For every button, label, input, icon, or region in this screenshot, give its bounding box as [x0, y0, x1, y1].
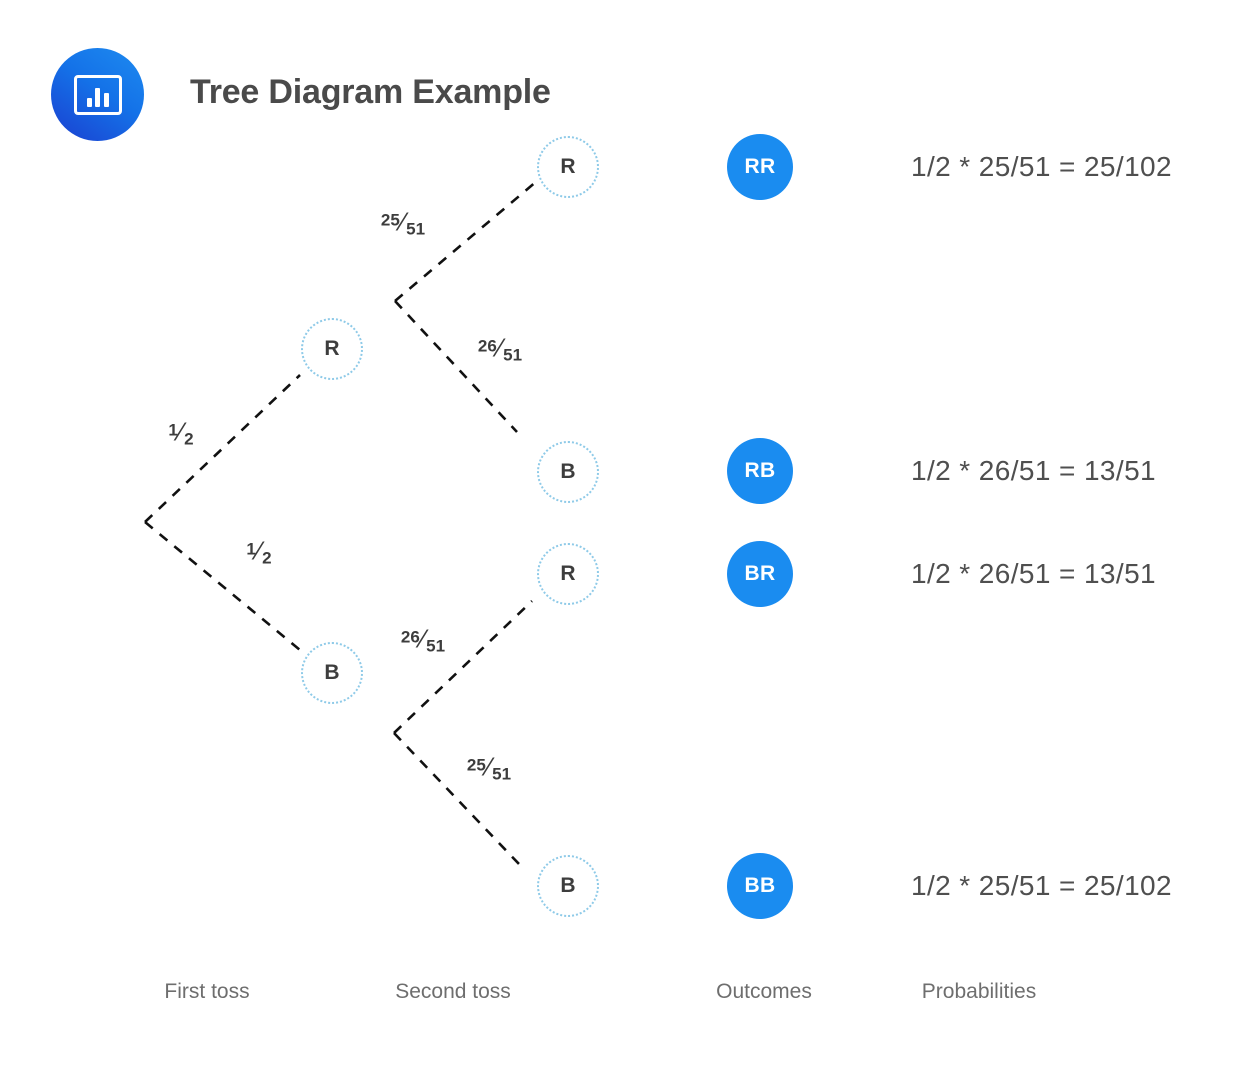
tree-node-b[interactable]: B	[537, 441, 599, 503]
column-label-first-toss: First toss	[164, 980, 250, 1003]
app-logo	[51, 48, 144, 141]
edge-label-fraction: 1⁄2	[168, 416, 194, 449]
column-label-second-toss: Second toss	[395, 980, 511, 1003]
tree-edge	[394, 300, 518, 433]
edge-label-fraction: 25⁄51	[466, 751, 512, 784]
edge-label-fraction: 25⁄51	[380, 206, 426, 239]
edge-label-fraction: 26⁄51	[477, 332, 523, 365]
bar-chart-icon	[73, 74, 122, 115]
page-title: Tree Diagram Example	[190, 73, 551, 111]
probability-text-bb: 1/2 * 25/51 = 25/102	[911, 870, 1172, 901]
tree-edge	[394, 180, 538, 302]
tree-edge	[144, 520, 301, 652]
edge-label-fraction: 1⁄2	[246, 535, 272, 568]
tree-edge	[144, 374, 301, 523]
probability-text-rb: 1/2 * 26/51 = 13/51	[911, 455, 1157, 486]
page-header: Tree Diagram Example	[0, 0, 1251, 160]
outcome-badge-br[interactable]: BR	[727, 541, 793, 607]
outcome-badge-bb[interactable]: BB	[727, 853, 793, 919]
column-label-probabilities: Probabilities	[921, 980, 1037, 1003]
column-label-outcomes: Outcomes	[716, 980, 812, 1003]
outcome-badge-rr[interactable]: RR	[727, 134, 793, 200]
tree-node-b[interactable]: B	[537, 855, 599, 917]
probability-text-rr: 1/2 * 25/51 = 25/102	[911, 151, 1172, 182]
tree-node-b[interactable]: B	[301, 642, 363, 704]
tree-node-r[interactable]: R	[301, 318, 363, 380]
tree-node-r[interactable]: R	[537, 543, 599, 605]
tree-node-r[interactable]: R	[537, 136, 599, 198]
tree-edge	[393, 600, 533, 734]
edge-label-fraction: 26⁄51	[400, 623, 446, 656]
outcome-badge-rb[interactable]: RB	[727, 438, 793, 504]
probability-text-br: 1/2 * 26/51 = 13/51	[911, 558, 1157, 589]
